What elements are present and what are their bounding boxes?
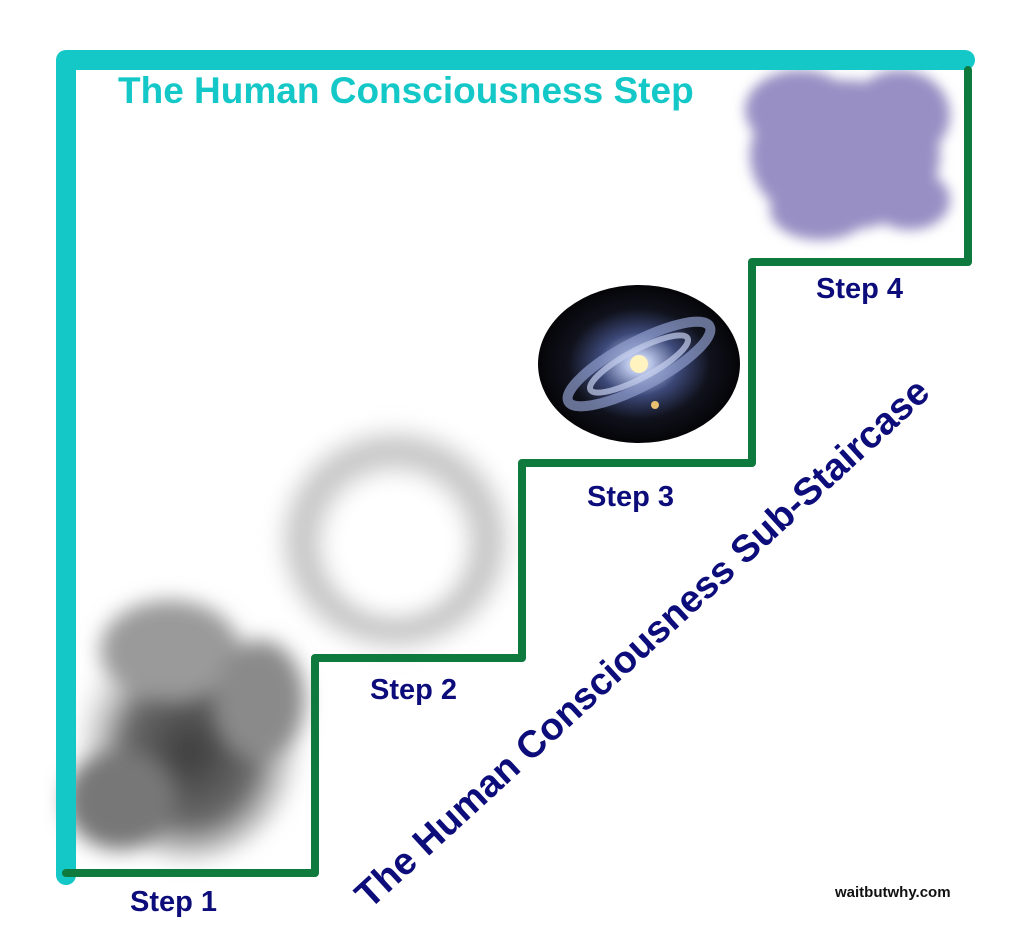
step-1-label: Step 1: [130, 886, 218, 918]
dark-smoke-cloud: [65, 600, 305, 860]
step-3-label: Step 3: [587, 481, 675, 513]
purple-cloud: [745, 70, 950, 240]
outer-step-outline: [56, 50, 975, 885]
step-4-label: Step 4: [816, 273, 904, 305]
credit-text: waitbutwhy.com: [835, 884, 951, 901]
galaxy-image: [538, 285, 740, 443]
step-2-label: Step 2: [370, 674, 458, 706]
main-title: The Human Consciousness Step: [118, 70, 694, 111]
sub-staircase-line: [62, 66, 972, 877]
light-smoke-cloud: [275, 425, 515, 655]
